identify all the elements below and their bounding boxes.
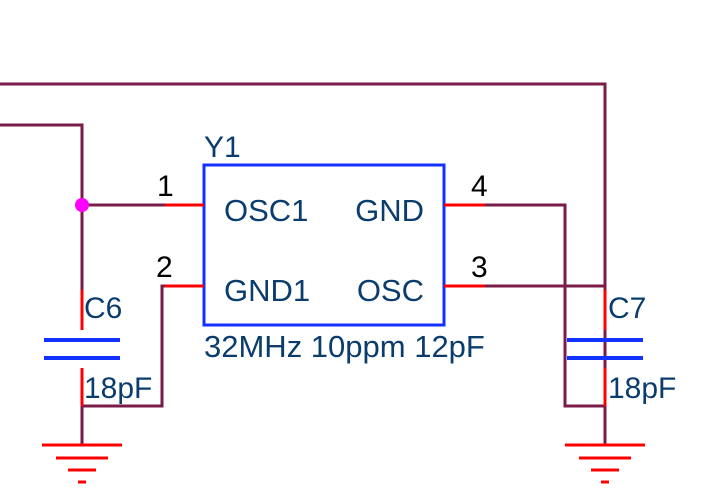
ground-symbol-right xyxy=(565,443,645,484)
c6-ref: C6 xyxy=(84,292,122,325)
gnd1-wire xyxy=(82,284,165,408)
c6-value: 18pF xyxy=(84,372,152,405)
crystal-value: 32MHz 10ppm 12pF xyxy=(204,329,485,364)
pin-gnd-label: GND xyxy=(355,193,424,228)
capacitor-c6[interactable]: C6 18pF xyxy=(44,290,152,406)
pin-1-number: 1 xyxy=(157,170,174,203)
pin-3-number: 3 xyxy=(471,251,488,284)
pin-4-number: 4 xyxy=(471,170,488,203)
pin-osc-label: OSC xyxy=(357,273,424,308)
pin-2-number: 2 xyxy=(156,251,173,284)
junction-dot xyxy=(75,198,89,212)
c7-ref: C7 xyxy=(608,292,646,325)
crystal-ref: Y1 xyxy=(204,131,241,164)
left-net-wire xyxy=(0,123,84,290)
pin-gnd1-label: GND1 xyxy=(224,273,310,308)
crystal-y1[interactable]: Y1 1 2 4 3 OSC1 GND GND1 OSC 32MHz 10ppm… xyxy=(156,131,488,364)
capacitor-c7[interactable]: C7 18pF xyxy=(567,290,676,406)
pin-osc1-label: OSC1 xyxy=(224,193,308,228)
crystal-body xyxy=(202,163,446,327)
c7-value: 18pF xyxy=(608,372,676,405)
gnd-wire xyxy=(485,203,605,408)
ground-symbol-left xyxy=(42,443,122,484)
